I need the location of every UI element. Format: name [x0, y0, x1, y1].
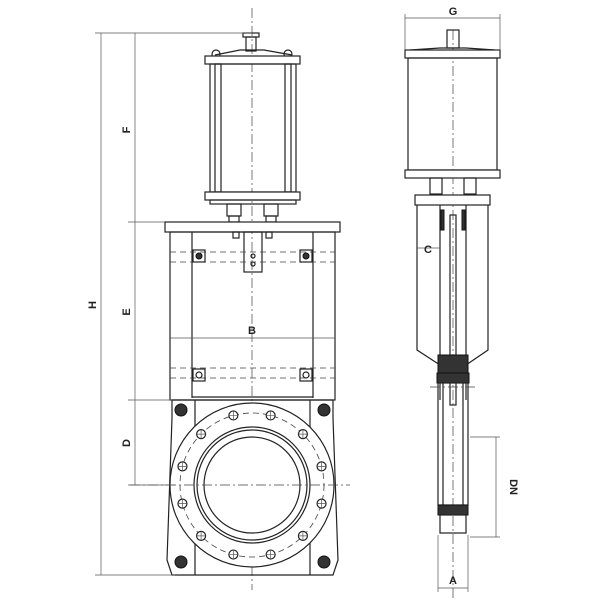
dim-label-E: E — [121, 308, 133, 315]
bolt-hole-cross — [266, 410, 276, 420]
dim-label-A: A — [449, 575, 457, 587]
dim-label-G: G — [449, 6, 458, 18]
side-actuator — [404, 29, 501, 195]
bolt-hole-cross — [196, 531, 206, 541]
front-dimensions: H F E D B — [87, 32, 335, 576]
actuator-cylinder — [204, 32, 301, 223]
dim-label-C: C — [424, 244, 432, 256]
dim-label-H: H — [87, 301, 99, 309]
bolt-hole-cross — [177, 461, 187, 471]
bolt-hole-cross — [177, 499, 187, 509]
front-view: H F E D B — [87, 8, 350, 590]
flange-bolts — [177, 410, 327, 560]
side-body — [430, 372, 475, 534]
bolt-hole-cross — [228, 410, 238, 420]
dim-label-F: F — [121, 126, 133, 133]
side-view: C G DN A — [404, 6, 519, 598]
side-dimensions: G DN A — [404, 6, 519, 592]
bolt-hole-cross — [196, 429, 206, 439]
bolt-hole-cross — [317, 499, 327, 509]
side-yoke: C — [414, 194, 491, 406]
bolt-hole-cross — [298, 429, 308, 439]
dim-label-DN: DN — [507, 479, 519, 495]
bolt-hole-cross — [298, 531, 308, 541]
bolt-hole-cross — [228, 550, 238, 560]
dim-label-D: D — [121, 439, 133, 447]
yoke-frame — [164, 221, 341, 401]
bolt-hole-cross — [266, 550, 276, 560]
valve-body — [130, 399, 350, 576]
bolt-hole-cross — [317, 461, 327, 471]
corner-nuts — [174, 403, 331, 569]
dim-label-B: B — [248, 325, 256, 337]
